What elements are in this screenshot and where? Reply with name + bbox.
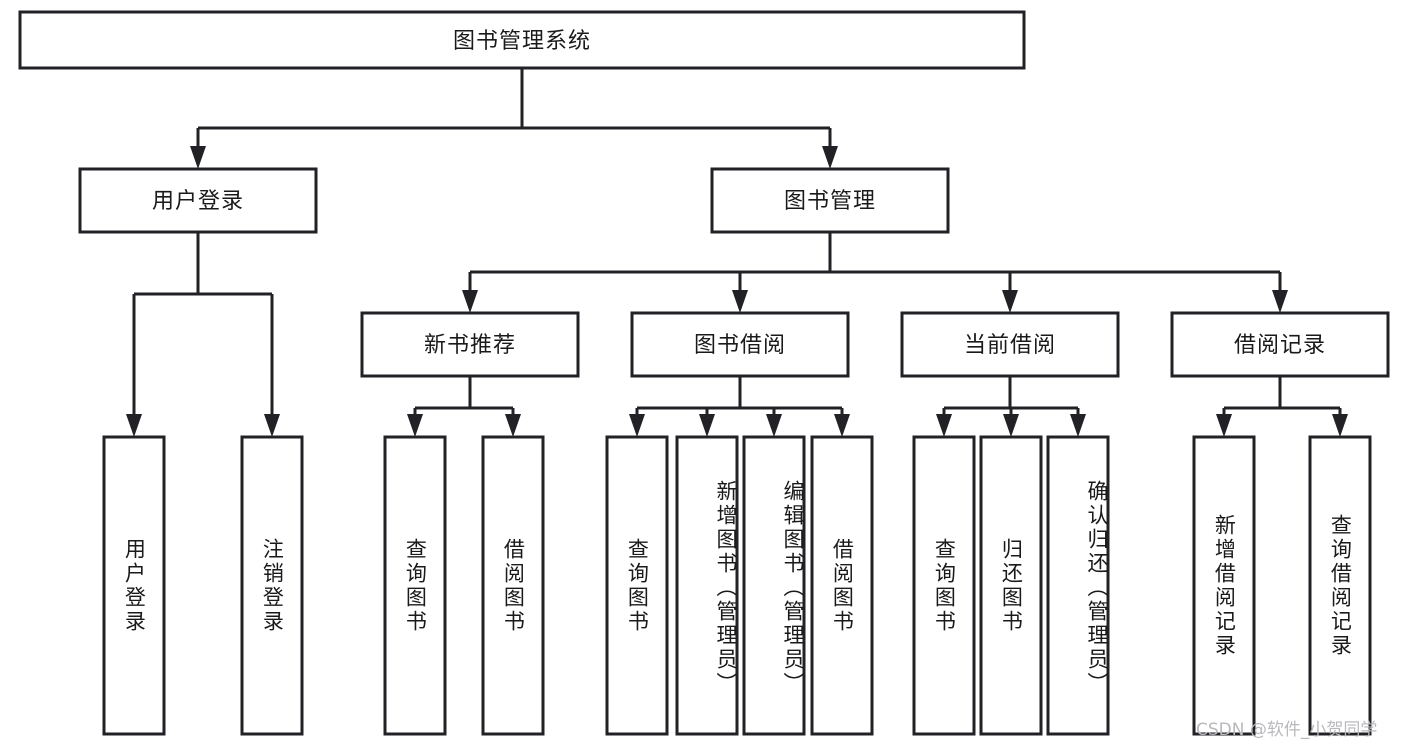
leaf-box-bb-borrow-book[interactable] [810,435,874,736]
csdn-watermark: CSDN @软件_小贺同学 [1196,720,1378,740]
leaf-box-cb-query-book[interactable] [912,435,976,736]
arrow-leaf-user-login [126,414,142,437]
node-borrow-records[interactable]: 借阅记录 [1170,311,1390,378]
connector-group [126,68,1348,437]
leaf-box-user-login[interactable] [102,435,166,736]
leaf-box-cb-confirm-return-admin[interactable] [1046,435,1110,736]
node-user-login[interactable]: 用户登录 [78,167,318,234]
node-book-borrow-box[interactable] [630,311,850,378]
node-book-borrow[interactable]: 图书借阅 [630,311,850,378]
arrow-to-book-mgmt [822,146,838,169]
arrow-leaf-br-add [1216,414,1232,437]
arrow-leaf-cb-return [1003,414,1019,437]
node-borrow-records-label: 借阅记录 [1234,333,1326,358]
leaf-box-bb-add-book-admin[interactable] [675,435,739,736]
node-book-management-label: 图书管理 [784,189,876,214]
node-user-login-box[interactable] [78,167,318,234]
node-root-box[interactable] [18,10,1026,70]
leaf-box-bb-query-book[interactable] [605,435,669,736]
node-current-borrow[interactable]: 当前借阅 [900,311,1120,378]
arrow-leaf-cb-query [936,414,952,437]
arrow-leaf-bb-borrow [834,414,850,437]
arrow-leaf-nb-query [407,414,423,437]
leaf-box-nb-borrow-book[interactable] [481,435,545,736]
arrow-leaf-logout-login [264,414,280,437]
arrow-to-current-borrow [1002,290,1018,313]
arrow-to-borrow-records [1272,290,1288,313]
arrow-leaf-bb-query [629,414,645,437]
arrow-leaf-bb-edit [766,414,782,437]
arrow-to-book-borrow [732,290,748,313]
node-new-book-recommend-box[interactable] [360,311,580,378]
arrow-leaf-cb-confirm [1070,414,1086,437]
leaf-box-br-query-record[interactable] [1308,435,1372,736]
leaf-box-nb-query-book[interactable] [383,435,447,736]
node-book-borrow-label: 图书借阅 [694,333,786,358]
node-book-management[interactable]: 图书管理 [710,167,950,234]
leaf-box-logout-login[interactable] [240,435,304,736]
arrow-leaf-bb-add [699,414,715,437]
arrow-leaf-nb-borrow [505,414,521,437]
node-new-book-recommend-label: 新书推荐 [424,333,516,358]
arrow-to-new-book [462,290,478,313]
arrow-leaf-br-query [1332,414,1348,437]
node-borrow-records-box[interactable] [1170,311,1390,378]
arrow-to-user-login [190,146,206,169]
node-new-book-recommend[interactable]: 新书推荐 [360,311,580,378]
leaf-box-bb-edit-book-admin[interactable] [742,435,806,736]
node-user-login-label: 用户登录 [152,189,244,214]
node-root-label: 图书管理系统 [453,29,591,54]
node-current-borrow-label: 当前借阅 [964,333,1056,358]
leaf-box-br-add-record[interactable] [1192,435,1256,736]
leaf-box-cb-return-book[interactable] [979,435,1043,736]
node-current-borrow-box[interactable] [900,311,1120,378]
node-root[interactable]: 图书管理系统 [18,10,1026,70]
node-book-management-box[interactable] [710,167,950,234]
